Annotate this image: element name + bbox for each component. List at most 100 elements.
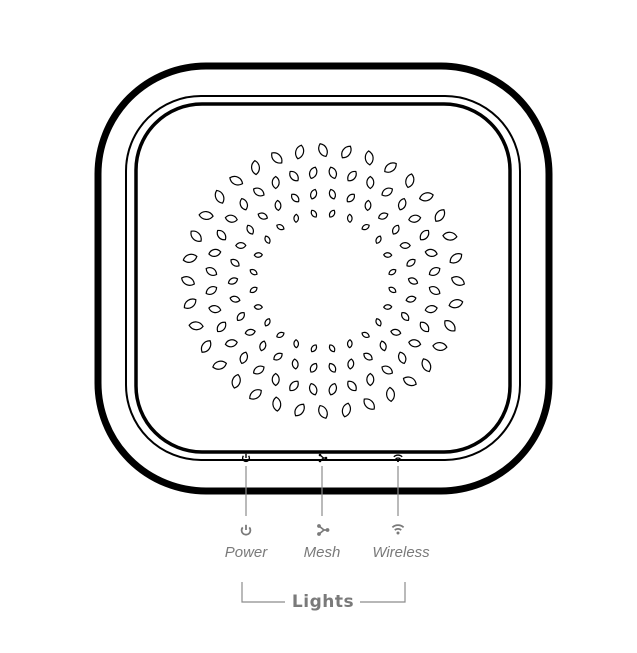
- vent-leaf: [450, 276, 466, 286]
- vent-leaf: [310, 344, 318, 353]
- vent-leaf: [274, 199, 282, 212]
- vent-leaf: [341, 145, 352, 159]
- vent-leaf: [310, 188, 318, 200]
- legend-power-icon: [240, 524, 252, 536]
- vent-leaf: [399, 242, 411, 249]
- vent-leaf: [407, 277, 419, 285]
- vent-leaf: [318, 143, 328, 158]
- vent-leaf: [388, 286, 397, 294]
- vent-leaf: [434, 209, 446, 222]
- device-mesh-light-icon: [318, 453, 328, 463]
- vent-leaf: [214, 189, 225, 204]
- vent-leaf: [328, 362, 337, 373]
- vent-leaf: [257, 212, 269, 220]
- vent-leaf: [363, 352, 373, 361]
- vent-leaf: [381, 187, 394, 197]
- vent-leaf: [449, 253, 463, 264]
- vent-leaf: [346, 213, 353, 224]
- vent-leaf: [328, 188, 336, 200]
- vent-leaf: [253, 252, 264, 258]
- device-top-panel: [134, 102, 512, 454]
- vent-leaf: [432, 342, 448, 351]
- vent-leaf: [244, 328, 256, 336]
- vent-leaf: [293, 338, 300, 349]
- vent-leaf: [252, 365, 265, 375]
- vent-leaf: [405, 173, 415, 189]
- vent-leaf: [229, 175, 244, 186]
- vent-leaf: [293, 213, 300, 224]
- vent-leaf: [264, 318, 271, 327]
- vent-leaf: [253, 304, 264, 310]
- vent-leaf: [272, 396, 282, 412]
- vent-leaf: [231, 373, 241, 389]
- vent-leaf: [294, 403, 305, 417]
- vent-leaf: [208, 248, 222, 257]
- vent-leaf: [364, 150, 374, 166]
- vent-leaf: [239, 197, 249, 211]
- vent-leaf: [308, 166, 318, 180]
- vent-leaf: [224, 339, 238, 348]
- vent-leaf: [230, 258, 240, 267]
- lights-group-label: Lights: [292, 592, 354, 612]
- vent-leaf: [388, 268, 397, 276]
- device-inner-rim: [125, 95, 521, 461]
- vent-leaf: [328, 382, 338, 396]
- vent-leaf: [198, 211, 214, 220]
- vent-leaf: [346, 193, 356, 203]
- vent-leaf: [375, 235, 382, 244]
- vent-leaf: [384, 162, 397, 173]
- vent-leaf: [308, 382, 318, 396]
- vent-leaf: [421, 358, 432, 373]
- vent-leaf: [273, 352, 283, 361]
- vent-leaf: [363, 398, 375, 410]
- device-power-light-icon: [241, 453, 251, 463]
- vent-leaf: [309, 362, 318, 373]
- vent-leaf: [364, 199, 372, 212]
- vent-leaf: [249, 268, 258, 276]
- device-outer-shell: [94, 62, 553, 495]
- vent-leaf: [264, 235, 271, 244]
- vent-leaf: [419, 321, 430, 333]
- vent-leaf: [208, 305, 222, 314]
- vent-leaf: [347, 380, 357, 392]
- vent-leaf: [408, 214, 422, 223]
- vent-leaf: [246, 224, 254, 235]
- vent-leaf: [188, 321, 204, 331]
- wireless-label: Wireless: [372, 544, 430, 561]
- vent-leaf: [318, 404, 328, 419]
- vent-leaf: [229, 295, 241, 303]
- vent-leaf: [328, 344, 336, 353]
- vent-leaf: [361, 331, 370, 339]
- mesh-label: Mesh: [304, 544, 341, 561]
- device-body: [94, 62, 553, 495]
- vent-leaf: [216, 321, 227, 333]
- device-indicator-lights: [241, 453, 403, 463]
- vent-leaf: [249, 389, 262, 400]
- vent-leaf: [405, 295, 417, 303]
- vent-leaf: [271, 152, 283, 164]
- vent-leaf: [224, 214, 238, 223]
- vent-leaf: [347, 358, 355, 370]
- vent-leaf: [200, 340, 212, 353]
- vent-leaf: [424, 305, 438, 314]
- vent-leaf: [251, 159, 260, 176]
- vent-leaf: [442, 231, 458, 241]
- vent-leaf: [366, 372, 375, 387]
- vent-leaf: [227, 277, 239, 285]
- vent-leaf: [402, 376, 417, 387]
- vent-leaf: [428, 286, 441, 295]
- vent-leaf: [328, 209, 336, 218]
- vent-leaf: [397, 197, 407, 211]
- legend-wifi-icon: [391, 524, 405, 535]
- power-label: Power: [225, 544, 269, 561]
- vent-leaf: [180, 276, 196, 286]
- vent-leaf: [291, 358, 299, 370]
- vent-leaf: [341, 402, 352, 418]
- vent-leaf: [424, 248, 438, 257]
- vent-leaf: [239, 351, 249, 365]
- vent-leaf: [294, 144, 305, 160]
- vent-leaf: [249, 286, 258, 294]
- vent-leaf: [205, 286, 218, 295]
- vent-leaf: [271, 372, 280, 387]
